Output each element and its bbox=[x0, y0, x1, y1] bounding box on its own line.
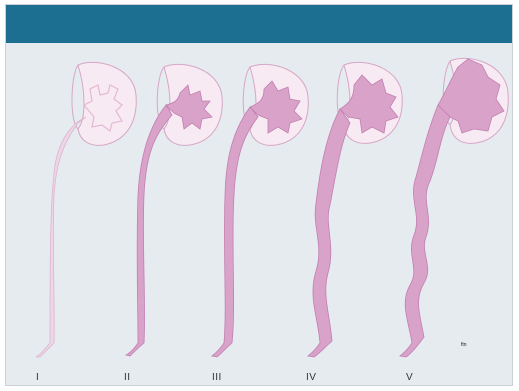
grade-1-illustration bbox=[36, 62, 136, 357]
grade-label-1: I bbox=[36, 372, 39, 383]
grade-label-4: IV bbox=[306, 372, 316, 383]
grade-1-kidney-rim bbox=[72, 65, 78, 129]
figure-frame: I II III IV V ftn bbox=[5, 4, 513, 386]
grade-2-illustration bbox=[126, 64, 222, 356]
grade-label-5: V bbox=[406, 372, 413, 383]
grade-2-ureter bbox=[126, 105, 172, 356]
reflux-grades-diagram bbox=[6, 5, 513, 386]
grade-5-illustration bbox=[400, 58, 508, 357]
grade-5-ureter bbox=[400, 105, 450, 357]
grade-label-2: II bbox=[124, 372, 131, 383]
grade-4-illustration bbox=[308, 62, 402, 357]
grade-3-illustration bbox=[212, 64, 308, 357]
grade-label-3: III bbox=[212, 372, 222, 383]
grade-4-ureter bbox=[308, 109, 350, 357]
grade-3-ureter bbox=[212, 107, 258, 357]
artist-signature: ftn bbox=[461, 342, 467, 348]
grade-1-ureter bbox=[36, 117, 86, 357]
